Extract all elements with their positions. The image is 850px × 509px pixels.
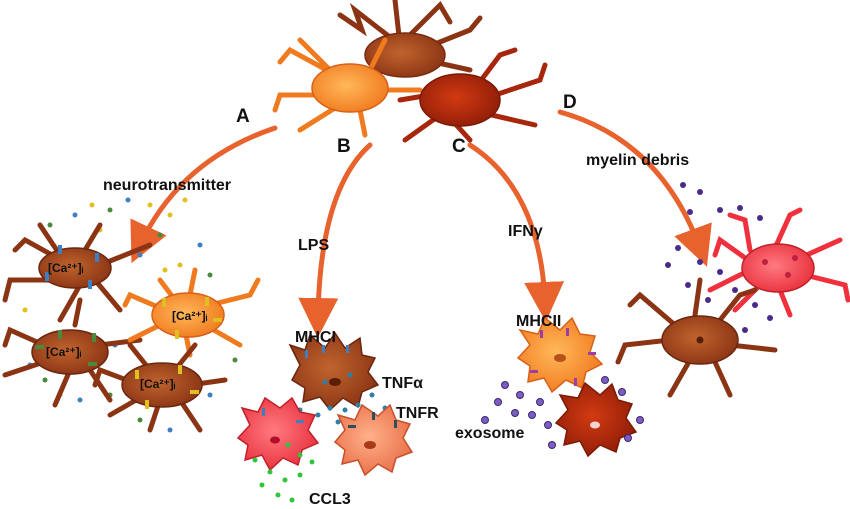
lps-salmon-cell	[333, 403, 414, 477]
arrow-b	[298, 142, 373, 338]
arrow-c	[467, 142, 565, 322]
labels: A B C D neurotransmitter LPS IFNγ myelin…	[46, 92, 689, 508]
label-mhci: MHCI	[295, 329, 336, 346]
calcium-label-4: [Ca²⁺]ᵢ	[140, 377, 176, 391]
label-lps: LPS	[298, 237, 329, 254]
lps-red-cell	[236, 396, 320, 472]
resting-dark-red-cell	[397, 47, 548, 143]
label-exosome: exosome	[455, 425, 524, 442]
label-myelin-debris: myelin debris	[586, 152, 689, 169]
label-a: A	[236, 106, 250, 127]
label-d: D	[563, 92, 577, 113]
arrow-a	[130, 125, 278, 264]
tnf-dots	[297, 372, 388, 425]
calcium-brown-cell-2	[2, 297, 143, 408]
label-ifn: IFNγ	[508, 223, 543, 240]
pathway-c-cells	[481, 316, 644, 458]
label-mhcii: MHCII	[516, 313, 561, 330]
label-b: B	[337, 136, 351, 157]
ccl3-dots	[252, 442, 315, 503]
pathway-a-cells	[2, 197, 261, 433]
myelin-debris-dots	[665, 182, 798, 333]
pathway-arrows	[130, 109, 712, 338]
label-neurotransmitter: neurotransmitter	[103, 177, 231, 194]
ifn-dark-red-cell	[554, 381, 638, 458]
label-tnfa: TNFα	[382, 375, 423, 392]
pathway-d-cells	[615, 182, 850, 398]
lps-brown-cell	[288, 331, 380, 412]
myelin-brown-cell	[615, 277, 778, 398]
label-ccl3: CCL3	[309, 491, 351, 508]
calcium-label-2: [Ca²⁺]ᵢ	[172, 309, 208, 323]
calcium-label-3: [Ca²⁺]ᵢ	[46, 345, 82, 359]
exosome-dots	[481, 376, 644, 449]
label-c: C	[452, 136, 466, 157]
calcium-orange-cell	[122, 267, 261, 358]
myelin-red-cell	[707, 207, 850, 318]
pathway-b-cells	[236, 331, 414, 503]
calcium-label-1: [Ca²⁺]ᵢ	[48, 261, 84, 275]
ifn-orange-cell	[516, 316, 604, 394]
resting-microglia-cluster	[272, 0, 548, 143]
resting-orange-cell	[272, 37, 423, 138]
label-tnfr: TNFR	[396, 405, 439, 422]
calcium-brown-cell-3	[92, 342, 228, 433]
arrow-d	[557, 109, 712, 267]
calcium-brown-cell-1	[2, 222, 153, 323]
